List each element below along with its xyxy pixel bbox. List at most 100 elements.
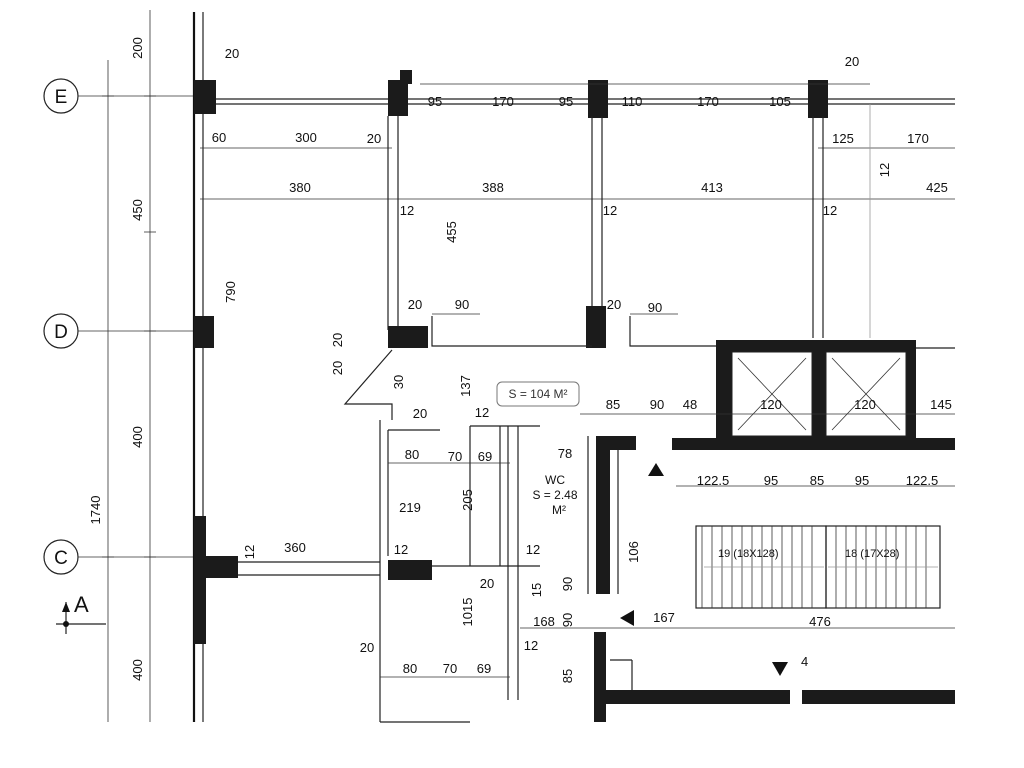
wc-label: WC S = 2.48 M² xyxy=(532,473,577,517)
dim-stair: 95 xyxy=(855,473,869,488)
dim-200: 200 xyxy=(130,37,145,59)
dim-mid: 90 xyxy=(455,297,469,312)
direction-arrows: 4 xyxy=(620,463,808,676)
dim-stair: 122.5 xyxy=(906,473,939,488)
dim-mid: 85 xyxy=(606,397,620,412)
dim-misc: 90 xyxy=(560,613,575,627)
dim-top: 20 xyxy=(225,46,239,61)
dim-top: 425 xyxy=(926,180,948,195)
top-dimension-row-2: 60 300 20 125 170 xyxy=(200,130,955,149)
dim-top: 413 xyxy=(701,180,723,195)
dim-wall: 12 xyxy=(823,203,837,218)
top-dimension-row-3: 380 388 413 425 xyxy=(200,180,955,200)
vertical-dimensions: 455 137 205 1015 106 xyxy=(444,221,641,626)
dim-misc: 219 xyxy=(399,500,421,515)
dim-room: 80 xyxy=(405,447,419,462)
dim-1740: 1740 xyxy=(88,496,103,525)
grid-axis-label: C xyxy=(54,548,68,569)
stair-run-2: 18 (17X28) xyxy=(825,525,941,609)
dim-400: 400 xyxy=(130,426,145,448)
dim-mid: 145 xyxy=(930,397,952,412)
dim-stair: 122.5 xyxy=(697,473,730,488)
mid-dimensions: 20 90 20 90 20 20 30 20 12 85 90 48 120 … xyxy=(330,297,955,421)
grid-axis-d: D xyxy=(43,313,79,349)
dim-mid: 90 xyxy=(650,397,664,412)
dim-corridor: 168 xyxy=(533,614,555,629)
dim-mid: 20 xyxy=(330,333,345,347)
dim-misc: 20 xyxy=(360,640,374,655)
dim-top: 20 xyxy=(845,54,859,69)
dim-mid: 90 xyxy=(648,300,662,315)
level-mark: 4 xyxy=(801,654,808,669)
dim-stair: 85 xyxy=(810,473,824,488)
dim-top: 170 xyxy=(697,94,719,109)
dim-misc: 12 xyxy=(524,638,538,653)
dim-top: 95 xyxy=(428,94,442,109)
interior-walls xyxy=(238,104,955,723)
dim-misc: 15 xyxy=(529,583,544,597)
wc-area: S = 2.48 xyxy=(532,488,577,502)
section-label: A xyxy=(74,592,89,617)
dim-corridor: 476 xyxy=(809,614,831,629)
dim-room: 80 xyxy=(403,661,417,676)
stair-run-1: 19 (18X128) xyxy=(695,525,827,609)
dim-top: 380 xyxy=(289,180,311,195)
dim-mid: 20 xyxy=(330,361,345,375)
dim-room: 70 xyxy=(443,661,457,676)
dim-misc: 85 xyxy=(560,669,575,683)
dim-mid: 20 xyxy=(607,297,621,312)
dim-top: 60 xyxy=(212,130,226,145)
dim-top: 105 xyxy=(769,94,791,109)
dim-room: 78 xyxy=(558,446,572,461)
dim-450: 450 xyxy=(130,199,145,221)
wc-unit: M² xyxy=(552,503,566,517)
stair-dimensions: 122.5 95 85 95 122.5 xyxy=(676,473,955,488)
section-marker: A xyxy=(56,592,106,634)
dim-corridor: 167 xyxy=(653,610,675,625)
dim-mid: 120 xyxy=(854,397,876,412)
dim-vertical: 1015 xyxy=(460,598,475,627)
grid-axis-c: C xyxy=(43,539,79,575)
stair-label: 18 (17X28) xyxy=(845,548,899,560)
dim-vertical: 205 xyxy=(460,489,475,511)
dim-vertical: 455 xyxy=(444,221,459,243)
dim-wall: 12 xyxy=(603,203,617,218)
dim-misc: 360 xyxy=(284,540,306,555)
dim-top: 170 xyxy=(907,131,929,146)
dim-top: 110 xyxy=(622,94,643,109)
dim-room: 70 xyxy=(448,449,462,464)
dim-stair: 95 xyxy=(764,473,778,488)
dim-vertical: 106 xyxy=(626,541,641,563)
grid-axis-label: E xyxy=(55,87,68,108)
dim-top: 170 xyxy=(492,94,514,109)
dim-mid: 30 xyxy=(391,375,406,389)
dim-misc: 12 xyxy=(526,542,540,557)
dim-room: 69 xyxy=(477,661,491,676)
dim-790: 790 xyxy=(223,281,238,303)
dim-vertical: 137 xyxy=(458,375,473,397)
exterior-walls xyxy=(192,12,955,722)
corridor-dimensions: 168 167 476 xyxy=(520,610,955,629)
dim-mid: 120 xyxy=(760,397,782,412)
dim-400-bottom: 400 xyxy=(130,659,145,681)
dim-mid: 20 xyxy=(408,297,422,312)
dim-top: 95 xyxy=(559,94,573,109)
dim-misc: 20 xyxy=(480,576,494,591)
dim-top: 388 xyxy=(482,180,504,195)
dim-wall: 12 xyxy=(877,163,892,177)
area-tag: S = 104 M² xyxy=(496,381,580,407)
dim-misc: 12 xyxy=(394,542,408,557)
axis-leaders xyxy=(78,95,200,558)
dim-top: 300 xyxy=(295,130,317,145)
dim-top: 125 xyxy=(832,131,854,146)
dim-top: 20 xyxy=(367,131,381,146)
dim-mid: 20 xyxy=(413,406,427,421)
dim-mid: 12 xyxy=(475,405,489,420)
wall-thickness-labels: 12 12 12 12 xyxy=(400,163,892,218)
misc-dimensions: 219 360 12 12 12 20 15 90 90 12 20 85 xyxy=(242,500,575,683)
dim-misc: 90 xyxy=(560,577,575,591)
grid-axis-label: D xyxy=(54,322,68,343)
top-dimension-row-1: 20 95 170 95 110 170 105 20 xyxy=(225,46,870,109)
room-dimensions-bottom: 80 70 69 xyxy=(380,661,510,678)
